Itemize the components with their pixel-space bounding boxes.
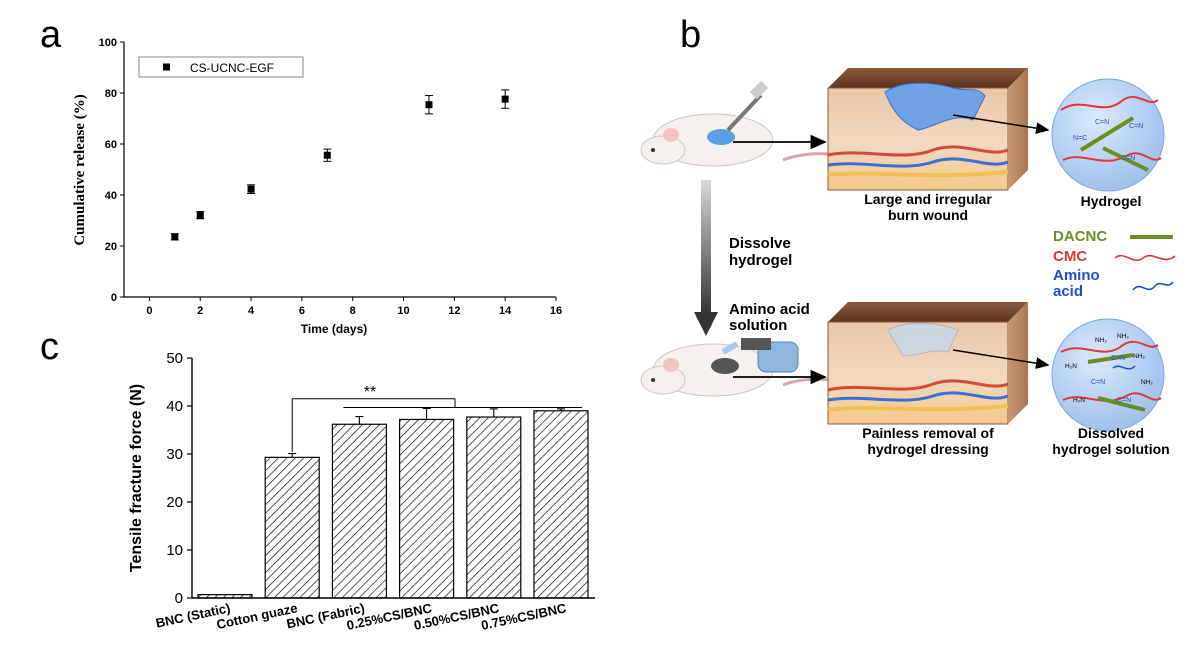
chart-c-ytick-label: 20 — [166, 494, 183, 511]
dissolved-nh2-4: NH₂ — [1141, 379, 1153, 386]
chart-a-ytick-label: 20 — [105, 241, 117, 253]
diagram-b-hydrogel: C=N C=N N=C C=N NH₂ NH₂ H₂N NH₂ H₂N NH₂ … — [640, 68, 1176, 457]
label-dissolved-1: Dissolved — [1078, 425, 1144, 441]
legend-amino-swatch — [1132, 281, 1174, 291]
chart-c-ytick-label: 30 — [166, 446, 183, 463]
skin-block-top — [827, 68, 1028, 191]
chart-a-point — [247, 185, 255, 193]
chart-a-xtick-label: 8 — [350, 305, 356, 317]
chart-a-ytick-label: 100 — [99, 37, 117, 49]
chart-a-xtick-label: 14 — [499, 305, 512, 317]
chart-c-bar — [466, 416, 522, 599]
hydrogel-bond-3: N=C — [1073, 135, 1087, 142]
label-painless-1: Painless removal of — [862, 425, 994, 441]
chart-c-ytick-label: 50 — [166, 350, 183, 367]
chart-a-xtick-label: 4 — [248, 305, 255, 317]
dissolved-nh2-1: NH₂ — [1095, 337, 1107, 344]
panel-letter-c: c — [40, 326, 59, 368]
chart-a-point — [425, 101, 433, 109]
arrow-wound-to-hydrogel — [952, 114, 1050, 135]
dissolved-bond-2: C=N — [1091, 379, 1105, 386]
dissolved-nh2-5: H₂N — [1073, 397, 1085, 404]
label-painless-2: hydrogel dressing — [867, 441, 988, 457]
vertical-arrow-shaft — [701, 180, 711, 315]
legend-acid-label: acid — [1053, 283, 1083, 300]
hydrogel-bond-2: C=N — [1129, 123, 1143, 130]
hydrogel-bond-4: C=N — [1121, 155, 1135, 162]
legend-cmc-label: CMC — [1053, 248, 1087, 265]
chart-a-ytick-label: 80 — [105, 88, 117, 100]
chart-a-legend-marker — [163, 63, 170, 71]
chart-a-xtick-label: 6 — [299, 305, 305, 317]
chart-c-sig-label: ** — [364, 384, 376, 401]
label-amino-solution-1: Amino acid — [729, 301, 810, 318]
chart-a-legend-box — [138, 56, 304, 78]
chart-a-ytick-label: 60 — [105, 139, 117, 151]
spray-bottle-icon — [721, 338, 799, 373]
chart-a-ylabel: Cumulative release (%) — [72, 94, 88, 245]
chart-a-xlabel: Time (days) — [301, 322, 367, 336]
chart-c-ylabel: Tensile fracture force (N) — [128, 384, 145, 572]
diagram-legend: DACNC CMC Amino acid — [1053, 228, 1176, 300]
chart-c-ytick-label: 40 — [166, 398, 183, 415]
label-large-wound-2: burn wound — [888, 207, 968, 223]
vertical-arrow-head — [694, 312, 718, 336]
label-dissolved-2: hydrogel solution — [1052, 441, 1169, 457]
chart-c-ytick-label: 0 — [175, 590, 183, 607]
label-large-wound-1: Large and irregular — [864, 191, 992, 207]
chart-a-ytick-label: 0 — [111, 292, 117, 304]
panel-letter-b: b — [680, 14, 702, 56]
chart-c-bar — [264, 456, 320, 599]
chart-a-ytick-label: 40 — [105, 190, 117, 202]
chart-a-point — [196, 211, 204, 219]
chart-a-point — [171, 233, 179, 241]
arrow-wound-to-dissolved — [952, 349, 1050, 370]
dissolved-nh2-3: H₂N — [1065, 363, 1077, 370]
mouse-bottom-illustration — [640, 343, 865, 397]
chart-c-bar — [533, 410, 589, 599]
label-hydrogel: Hydrogel — [1081, 193, 1142, 209]
dissolved-nh2-6: NH₂ — [1133, 353, 1145, 360]
label-amino-solution-2: solution — [729, 317, 787, 334]
chart-c-bar — [399, 418, 455, 599]
chart-a-xtick-label: 16 — [550, 305, 562, 317]
legend-amino-label: Amino — [1053, 267, 1100, 284]
chart-a-legend-label: CS-UCNC-EGF — [190, 61, 274, 75]
chart-a-xtick-label: 12 — [448, 305, 460, 317]
chart-a-point — [323, 151, 331, 159]
chart-a-xtick-label: 2 — [197, 305, 203, 317]
hydrogel-sphere: C=N C=N N=C C=N — [1051, 78, 1165, 192]
hydrogel-bond-1: C=N — [1095, 119, 1109, 126]
mouse-top-illustration — [640, 80, 865, 167]
chart-a-release: 0 2 4 6 8 10 12 14 16 0 20 40 60 80 100 Time (days) Cu… — [72, 37, 562, 336]
chart-a-xtick-label: 10 — [397, 305, 409, 317]
chart-a-point — [501, 95, 509, 103]
chart-c-ytick-label: 10 — [166, 542, 183, 559]
legend-cmc-swatch — [1114, 254, 1176, 262]
panel-letter-a: a — [40, 14, 62, 56]
dissolved-nh2-2: NH₂ — [1117, 333, 1129, 340]
skin-block-bottom — [827, 302, 1028, 425]
dissolved-bond-3: C=N — [1117, 397, 1131, 404]
chart-c-bar — [331, 423, 387, 599]
chart-a-xtick-label: 0 — [146, 305, 152, 317]
legend-dacnc-label: DACNC — [1053, 228, 1107, 245]
label-dissolve-2: hydrogel — [729, 252, 792, 269]
label-dissolve-1: Dissolve — [729, 235, 791, 252]
dissolved-bond-1: C=N — [1111, 355, 1125, 362]
dissolved-sphere: NH₂ NH₂ H₂N NH₂ H₂N NH₂ C=N C=N C=N — [1051, 318, 1165, 432]
